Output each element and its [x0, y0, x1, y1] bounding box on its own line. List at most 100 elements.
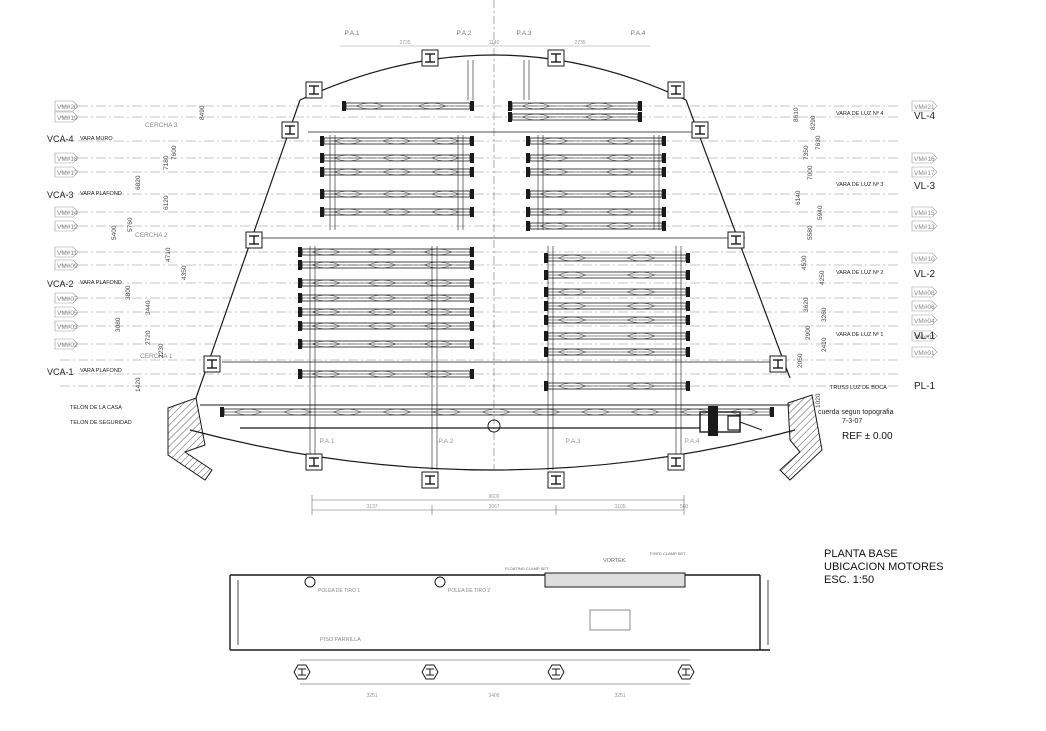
batten-upper-left[interactable]: [342, 101, 474, 111]
vara-luz-1-label: VARA DE LUZ Nº 1: [836, 331, 883, 338]
vara-lines: [60, 105, 900, 387]
batten-lower-right[interactable]: [544, 347, 690, 357]
batten-lower-right[interactable]: [544, 301, 690, 311]
ibeam-icon: [667, 453, 685, 471]
vm-tag-right-label: VM#04: [914, 318, 935, 325]
motor-unit[interactable]: [699, 406, 763, 436]
bottom-dimensions: [311, 495, 685, 515]
ibeam-icon: [281, 121, 299, 139]
vm-tag-left-label: VM#09: [57, 263, 78, 270]
ibeam-icon: [305, 453, 323, 471]
vm-tag-left-label: VM#14: [57, 210, 78, 217]
hex-marker-icon: [677, 664, 695, 680]
hex-marker-icon: [547, 664, 565, 680]
hex-marker-icon: [293, 664, 311, 680]
batten-upper-right[interactable]: [508, 101, 642, 111]
title-block: PLANTA BASE UBICACION MOTORES ESC. 1:50: [824, 548, 944, 587]
polea-2-label: POLEA DE TIRO 2: [448, 588, 490, 594]
section-detail: [229, 572, 770, 685]
floating-clamp-label: FLOATING CLAMP SET: [505, 566, 549, 571]
bottom-dim: 560: [680, 504, 689, 510]
right-dim: 6140: [795, 190, 802, 205]
batten-lower-right[interactable]: [544, 315, 690, 325]
batten-lower-left[interactable]: [298, 307, 474, 317]
vm-tag-right-label: VM#16: [914, 156, 935, 163]
batten-pl1-right[interactable]: [544, 381, 690, 391]
vm-tag-right: VM#10: [911, 252, 938, 264]
right-dim: 3620: [803, 297, 810, 312]
top-dim: 2735: [574, 40, 585, 46]
right-dim: 3260: [821, 307, 828, 322]
vm-tag-right: VM#16: [911, 152, 938, 164]
ibeam-icon: [245, 231, 263, 249]
batten-mid-right[interactable]: [526, 167, 666, 177]
right-dim: 7000: [807, 165, 814, 180]
batten-mid-right[interactable]: [526, 221, 666, 231]
batten-lower-left[interactable]: [298, 260, 474, 270]
left-dim: 3440: [145, 300, 152, 315]
vm-tag-left: VM#09: [54, 259, 79, 271]
batten-mid-left[interactable]: [320, 189, 474, 199]
batten-lower-left[interactable]: [298, 339, 474, 349]
ibeam-icon: [667, 81, 685, 99]
bottom-label-pa: P.A.4: [684, 438, 699, 445]
top-label-pa: P.A.4: [630, 30, 645, 37]
top-label-pa: P.A.3: [516, 30, 531, 37]
batten-mid-left[interactable]: [320, 167, 474, 177]
right-dim: 8610: [793, 107, 800, 122]
left-dim: 3800: [125, 285, 132, 300]
batten-upper-right[interactable]: [508, 112, 642, 122]
cuerda-label: cuerda segun topografia: [818, 409, 894, 416]
left-dim: 6820: [135, 175, 142, 190]
bottom-dim: 3137: [366, 504, 377, 510]
batten-lower-right[interactable]: [544, 287, 690, 297]
batten-telon[interactable]: [220, 407, 774, 417]
vm-tag-right: VM#06: [911, 300, 938, 312]
batten-mid-left[interactable]: [320, 136, 474, 146]
batten-lower-right[interactable]: [544, 331, 690, 341]
vara-plafond-3-label: VARA PLAFOND: [80, 191, 122, 197]
vm-tag-left: VM#20: [54, 100, 79, 112]
batten-lower-right[interactable]: [544, 253, 690, 263]
batten-lower-right[interactable]: [544, 270, 690, 280]
left-dim: 4350: [181, 265, 188, 280]
vm-tag-right-label: VM#21: [914, 104, 935, 111]
fixed-clamp-label: FIXED CLAMP SET: [650, 551, 686, 556]
bottom-label-pa: P.A.3: [565, 438, 580, 445]
right-dim: 7350: [803, 145, 810, 160]
batten-mid-left[interactable]: [320, 207, 474, 217]
vca-3-label: VCA-3: [47, 190, 74, 200]
title-line-1: PLANTA BASE: [824, 548, 898, 560]
bottom-dim: 3067: [488, 504, 499, 510]
vm-tag-right-label: VM#13: [914, 224, 935, 231]
batten-mid-right[interactable]: [526, 153, 666, 163]
batten-lower-left[interactable]: [298, 321, 474, 331]
proscenium-arc: [189, 429, 796, 471]
bottom-label-pa: P.A.2: [438, 438, 453, 445]
vm-tag-right: VM#08: [911, 286, 938, 298]
vm-tag-right-label: VM#17: [914, 170, 935, 177]
left-dim: 5760: [127, 217, 134, 232]
vara-plafond-2-label: VARA PLAFOND: [80, 280, 122, 286]
batten-lower-left[interactable]: [298, 278, 474, 288]
right-dim: 5580: [807, 225, 814, 240]
vm-tag-right: VM#02: [911, 330, 938, 342]
truss-boca-label: TRUSS LUZ DE BOCA: [830, 385, 887, 391]
batten-mid-right[interactable]: [526, 136, 666, 146]
batten-pl1-left[interactable]: [298, 369, 474, 379]
batten-lower-left[interactable]: [298, 247, 474, 257]
vm-tag-left-label: VM#18: [57, 156, 78, 163]
batten-mid-left[interactable]: [320, 153, 474, 163]
ibeam-icon: [421, 471, 439, 489]
vm-tag-left-label: VM#05: [57, 310, 78, 317]
piso-parrilla-label: PISO PARRILLA: [320, 637, 361, 643]
batten-mid-right[interactable]: [526, 189, 666, 199]
batten-mid-right[interactable]: [526, 207, 666, 217]
top-label-pa: P.A.1: [344, 30, 359, 37]
right-dim: 1020: [815, 393, 822, 408]
vm-tag-right: VM#04: [911, 314, 938, 326]
vm-tag-right-label: VM#15: [914, 210, 935, 217]
top-label-pa: P.A.2: [456, 30, 471, 37]
batten-lower-left[interactable]: [298, 293, 474, 303]
